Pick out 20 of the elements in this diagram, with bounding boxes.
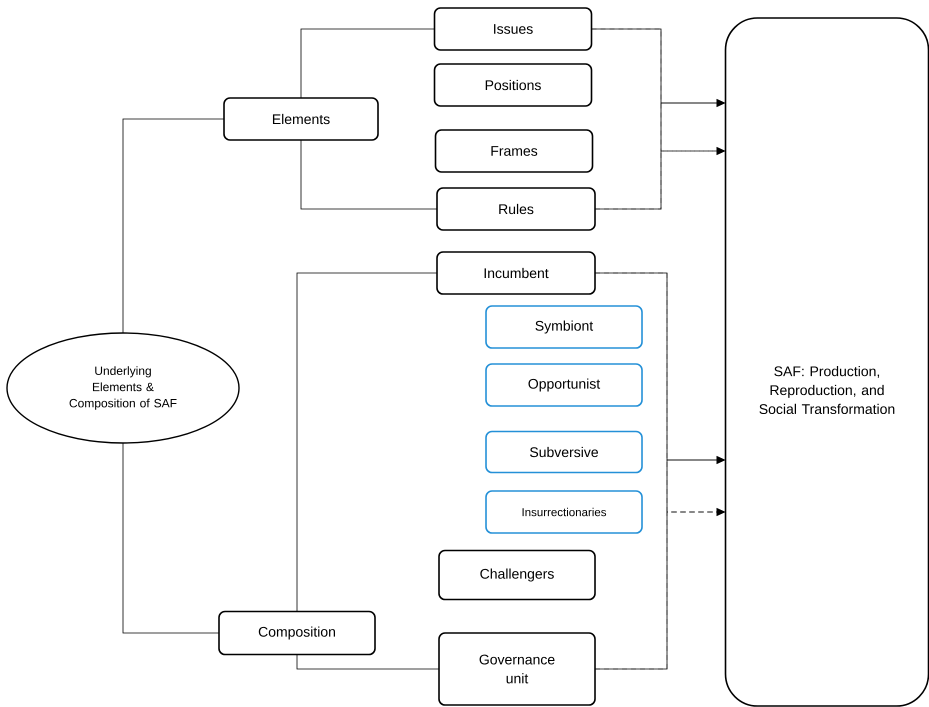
connector-line [296,654,440,670]
rounded-box: Rules [436,187,596,231]
connector-line [122,118,224,334]
rounded-box: Frames [434,129,594,173]
rounded-box: Incumbent [436,251,596,295]
outcome-box: SAF: Production, Reproduction, and Social Transformation [724,17,929,707]
rounded-box: Positions [434,63,592,107]
rounded-box: Opportunist [485,363,643,407]
connector-line [122,442,220,634]
rounded-box: Issues [434,7,592,51]
rounded-box: Insurrectionaries [485,490,643,534]
connector-line [300,140,438,210]
rounded-box: Governance unit [438,632,596,706]
rounded-box: Elements [223,97,379,141]
rounded-box: Composition [218,610,376,656]
rounded-box: Challengers [438,550,596,600]
rounded-box: Subversive [485,430,643,474]
connector-line [296,272,438,612]
connector-line [300,28,435,98]
rounded-box: Symbiont [485,305,643,349]
